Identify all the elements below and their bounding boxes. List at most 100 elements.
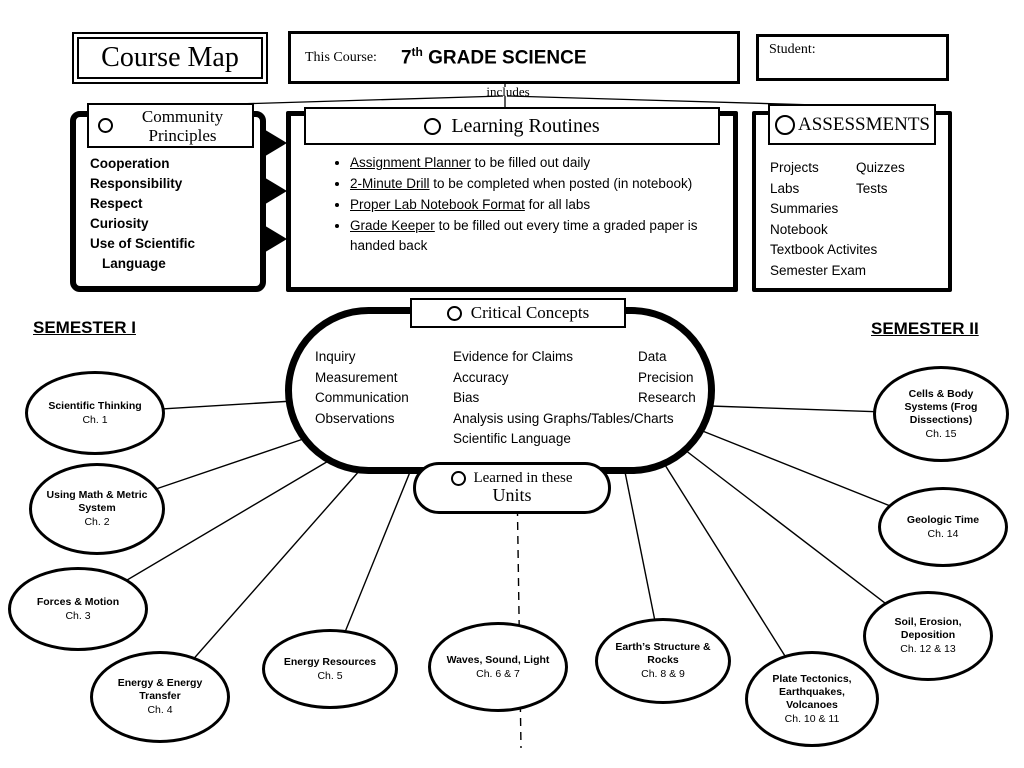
routine-item: Assignment Planner to be filled out dail… (350, 153, 708, 173)
routine-item: Proper Lab Notebook Format for all labs (350, 195, 708, 215)
unit-ellipse-plate-tectonics: Plate Tectonics, Earthquakes, Volcanoes … (745, 651, 879, 747)
title-line-1: Community (141, 106, 224, 126)
unit-chapter: Ch. 12 & 13 (900, 643, 956, 655)
assessment-item: Semester Exam (770, 262, 867, 278)
concepts-column-1: Inquiry Measurement Communication Observ… (315, 347, 409, 429)
course-map-title-box: Course Map (72, 32, 268, 84)
principle-item: Use of Scientific Language (90, 236, 196, 271)
unit-name: Using Math & Metric System (46, 489, 148, 514)
concepts-column-2: Evidence for Claims Accuracy Bias Analys… (453, 347, 674, 450)
unit-ellipse-waves-sound-light: Waves, Sound, Light Ch. 6 & 7 (428, 622, 568, 712)
unit-chapter: Ch. 5 (317, 669, 343, 682)
unit-name: Energy Resources (283, 655, 377, 668)
assessment-item: Tests (856, 180, 888, 196)
routine-keyword: 2-Minute Drill (350, 176, 430, 191)
concept-item: Bias (453, 390, 480, 405)
concept-item: Communication (315, 390, 409, 405)
unit-name: Earth’s Structure & Rocks (615, 641, 711, 666)
concept-item: Accuracy (453, 369, 509, 385)
bullet-circle-icon (451, 471, 467, 486)
routine-keyword: Grade Keeper (350, 218, 435, 233)
critical-concepts-title: Critical Concepts (470, 303, 590, 322)
unit-name: Geologic Time (906, 513, 980, 526)
concept-item: Research (638, 390, 696, 405)
student-box: Student: (756, 34, 949, 81)
community-principles-title: Community Principles (122, 107, 243, 145)
unit-ellipse-cells-body-systems: Cells & Body Systems (Frog Dissections) … (873, 366, 1009, 462)
unit-ellipse-energy-resources: Energy Resources Ch. 5 (262, 629, 398, 709)
concept-item: Observations (315, 410, 395, 426)
concept-item: Measurement (315, 369, 398, 385)
this-course-label: This Course: (305, 49, 377, 65)
unit-name: Scientific Thinking (48, 399, 142, 412)
assessment-item: Summaries (770, 201, 839, 216)
concept-item: Analysis using Graphs/Tables/Charts (453, 410, 674, 426)
unit-chapter: Ch. 10 & 11 (784, 712, 840, 725)
critical-concepts-header: Critical Concepts (410, 298, 626, 328)
community-principles-header: Community Principles (87, 103, 254, 148)
assessments-list-col1: Projects Labs Summaries Notebook Textboo… (770, 158, 877, 281)
learned-units-line1: Learned in these (473, 470, 573, 486)
unit-ellipse-earths-structure: Earth’s Structure & Rocks Ch. 8 & 9 (595, 618, 731, 704)
assessment-item: Quizzes (856, 160, 905, 175)
routine-item: Grade Keeper to be filled out every time… (350, 216, 708, 256)
bullet-circle-icon (424, 117, 442, 135)
this-course-box: This Course: 7th GRADE SCIENCE (288, 31, 740, 84)
learning-routines-title: Learning Routines (451, 114, 600, 137)
course-title: 7th GRADE SCIENCE (401, 45, 587, 69)
unit-name: Plate Tectonics, Earthquakes, Volcanoes (772, 672, 852, 711)
unit-chapter: Ch. 3 (65, 609, 91, 622)
learned-units-line1-wrap: Learned in these (451, 470, 573, 487)
assessments-title: ASSESSMENTS (798, 113, 930, 135)
unit-chapter: Ch. 14 (927, 527, 959, 540)
concept-item: Precision (638, 369, 694, 385)
unit-name: Waves, Sound, Light (446, 653, 550, 666)
routine-keyword: Assignment Planner (350, 155, 471, 170)
concept-item: Evidence for Claims (453, 349, 574, 364)
course-name: GRADE SCIENCE (422, 47, 587, 69)
routine-text: to be completed when posted (in notebook… (429, 176, 693, 191)
bullet-circle-icon (98, 118, 113, 133)
assessments-list-col2: Quizzes Tests (856, 158, 905, 199)
principle-item: Responsibility (90, 176, 183, 191)
unit-name: Energy & Energy Transfer (117, 677, 203, 702)
principle-item: Cooperation (90, 156, 170, 171)
unit-ellipse-energy-transfer: Energy & Energy Transfer Ch. 4 (90, 651, 230, 743)
semester-1-label: SEMESTER I (33, 318, 136, 337)
routine-text: to be filled out daily (470, 155, 591, 170)
concept-item: Scientific Language (453, 431, 571, 446)
assessment-item: Projects (770, 160, 819, 175)
title-line-2: Principles (148, 125, 217, 145)
learned-units-tab: Learned in these Units (413, 462, 611, 514)
arrow-right-icon (262, 176, 287, 206)
principle-item: Respect (90, 196, 143, 211)
unit-chapter: Ch. 15 (925, 427, 957, 440)
arrow-right-icon (262, 128, 287, 158)
unit-chapter: Ch. 4 (147, 704, 173, 716)
learning-routines-header: Learning Routines (304, 107, 720, 145)
unit-chapter: Ch. 2 (84, 516, 110, 528)
unit-name: Soil, Erosion, Deposition (894, 616, 962, 641)
includes-label: includes (486, 84, 530, 99)
unit-ellipse-soil-erosion: Soil, Erosion, Deposition Ch. 12 & 13 (863, 591, 993, 681)
assessment-item: Labs (770, 180, 800, 196)
learned-units-line2: Units (492, 485, 532, 505)
concepts-column-3: Data Precision Research (638, 347, 696, 409)
course-number: 7 (400, 47, 412, 69)
routine-text: for all labs (524, 197, 591, 212)
course-ordinal-suffix: th (411, 45, 423, 60)
unit-ellipse-forces-motion: Forces & Motion Ch. 3 (8, 567, 148, 651)
unit-chapter: Ch. 1 (82, 413, 108, 426)
unit-name: Cells & Body Systems (Frog Dissections) (904, 387, 978, 426)
routine-text: to be filled out every time a graded pap… (350, 218, 698, 253)
routine-item: 2-Minute Drill to be completed when post… (350, 174, 708, 194)
principle-item: Curiosity (90, 216, 149, 231)
student-label: Student: (769, 42, 816, 57)
semester-2-label: SEMESTER II (871, 319, 979, 338)
assessments-header: ASSESSMENTS (768, 104, 936, 145)
concept-item: Inquiry (315, 349, 356, 364)
unit-name: Forces & Motion (36, 595, 120, 608)
assessment-item: Notebook (770, 221, 828, 237)
course-map-title: Course Map (77, 37, 263, 79)
